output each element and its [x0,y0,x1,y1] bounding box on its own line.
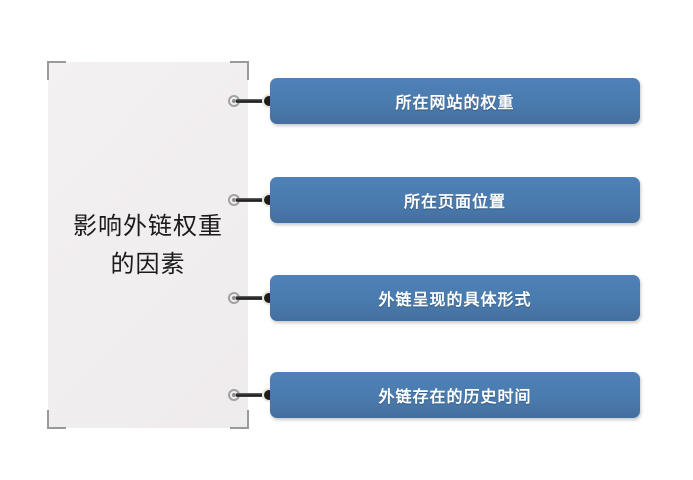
root-label-wrapper: 影响外链权重的因素 [48,62,248,428]
node-box-2[interactable]: 所在页面位置 [270,177,640,223]
root-label-text: 影响外链权重的因素 [73,212,223,278]
corner-bracket-bottom-right [230,410,249,429]
node-label: 所在页面位置 [403,192,506,211]
corner-bracket-top-right [230,61,249,80]
node-label: 外链呈现的具体形式 [378,290,532,309]
node-box-3[interactable]: 外链呈现的具体形式 [270,275,640,321]
corner-bracket-bottom-left [47,410,66,429]
node-label: 外链存在的历史时间 [378,387,532,406]
root-panel[interactable]: 影响外链权重的因素 [47,61,249,429]
corner-bracket-top-left [47,61,66,80]
node-box-1[interactable]: 所在网站的权重 [270,78,640,124]
node-label: 所在网站的权重 [395,93,515,112]
node-box-4[interactable]: 外链存在的历史时间 [270,372,640,418]
